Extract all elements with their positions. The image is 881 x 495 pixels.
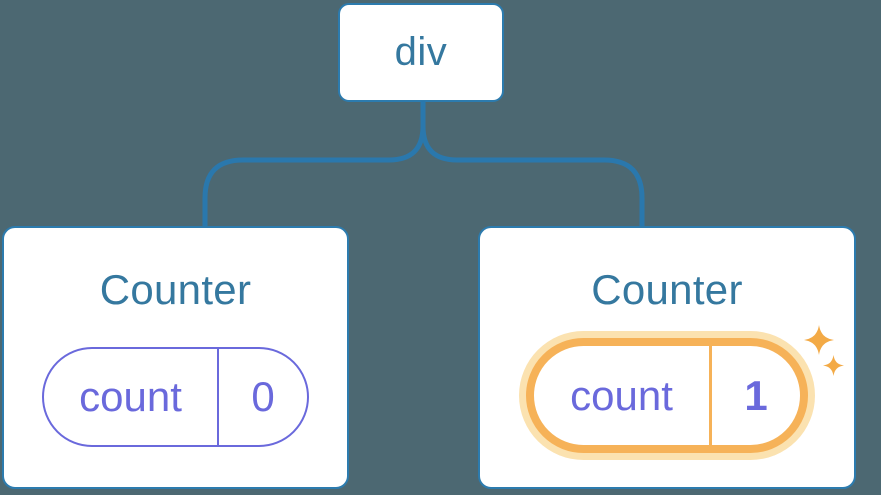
state-value: 1 [744, 371, 768, 419]
root-node-div: div [338, 3, 504, 102]
state-pill-count-0: count 0 [42, 347, 309, 447]
root-node-label: div [394, 30, 448, 74]
counter-card-0: Counter count 0 [2, 226, 349, 489]
sparkles-icon [804, 325, 844, 376]
state-pill-count-1-highlighted: count 1 [526, 338, 808, 453]
state-key-label: count [534, 346, 712, 445]
counter-card-0-title: Counter [99, 266, 252, 313]
counter-card-1: Counter count 1 [478, 226, 856, 489]
connector-right-branch [420, 101, 645, 227]
sparkle-small [823, 355, 844, 376]
connector-left-branch [202, 101, 426, 227]
state-key-label: count [44, 349, 219, 445]
counter-card-1-title: Counter [591, 266, 743, 313]
sparkle-large [804, 325, 834, 355]
state-value: 0 [251, 373, 275, 420]
